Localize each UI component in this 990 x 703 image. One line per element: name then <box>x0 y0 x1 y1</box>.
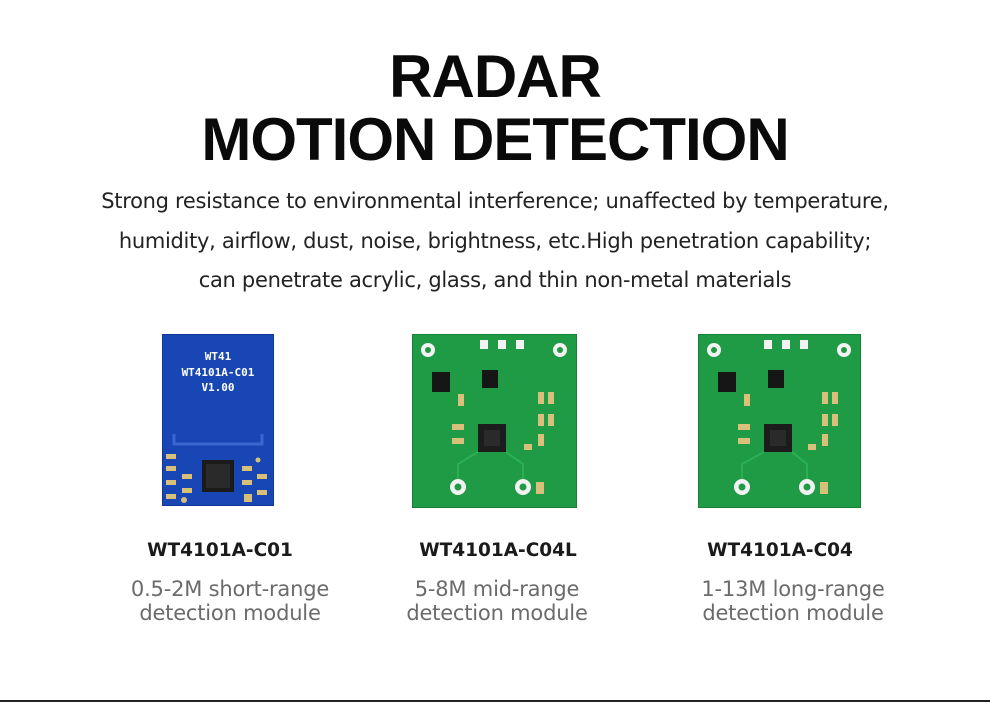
product-desc-line-2: detection module <box>406 601 588 625</box>
product-desc-c01: 0.5-2M short-range detection module <box>80 577 380 625</box>
description-line-1: Strong resistance to environmental inter… <box>101 189 889 213</box>
product-image-c04l <box>412 334 577 508</box>
product-image-c04 <box>698 334 861 508</box>
product-desc-c04: 1-13M long-range detection module <box>643 577 943 625</box>
description: Strong resistance to environmental inter… <box>0 182 990 301</box>
product-desc-line-1: 5-8M mid-range <box>414 577 580 601</box>
title-line-2: MOTION DETECTION <box>201 106 789 173</box>
blue-pcb-board: WT41 WT4101A-C01 V1.00 <box>162 334 274 506</box>
description-line-2: humidity, airflow, dust, noise, brightne… <box>118 228 872 253</box>
product-name-c04l: WT4101A-C04L <box>419 540 577 561</box>
product-desc-line-1: 1-13M long-range <box>701 577 885 601</box>
product-desc-line-1: 0.5-2M short-range <box>130 577 330 601</box>
product-image-c01: WT41 WT4101A-C01 V1.00 <box>162 334 274 506</box>
product-desc-c04l: 5-8M mid-range detection module <box>347 577 647 625</box>
product-desc-line-2: detection module <box>702 601 884 625</box>
silkscreen-line-2: WT4101A-C01 <box>182 366 255 379</box>
product-desc-line-2: detection module <box>139 601 321 625</box>
green-pcb-board <box>412 334 577 508</box>
product-name-c01: WT4101A-C01 <box>147 540 293 561</box>
title-line-1: RADAR <box>389 43 602 110</box>
silkscreen-line-3: V1.00 <box>201 381 234 394</box>
silkscreen-line-1: WT41 <box>205 350 232 363</box>
bottom-divider <box>0 700 990 702</box>
description-line-3: can penetrate acrylic, glass, and thin n… <box>198 268 792 292</box>
green-pcb-board <box>698 334 861 508</box>
product-name-c04: WT4101A-C04 <box>707 540 853 561</box>
